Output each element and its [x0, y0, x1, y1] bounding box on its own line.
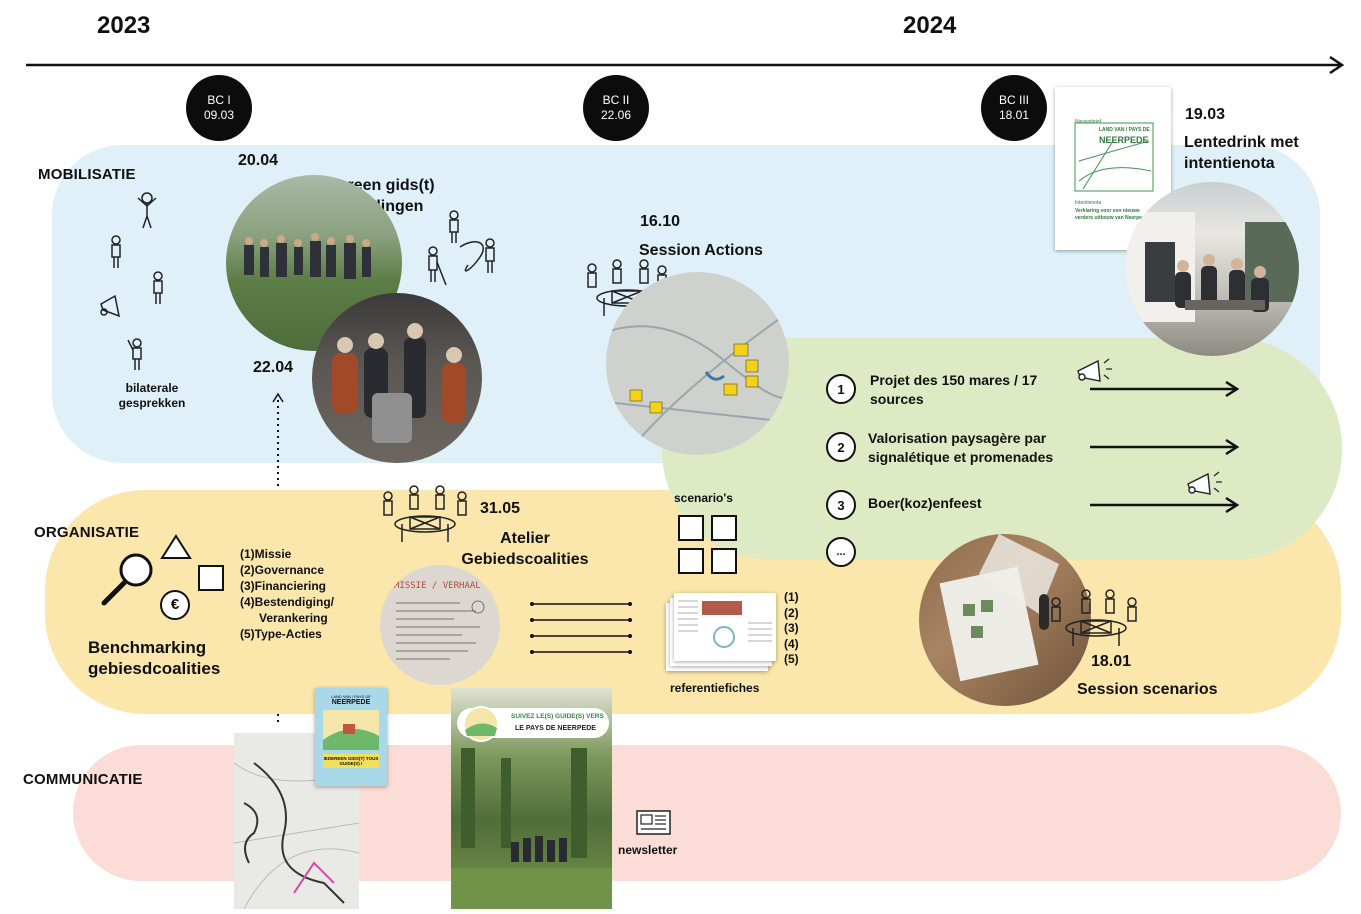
ref-number-3: (3) [784, 621, 799, 635]
walk-photo-2 [312, 293, 482, 463]
newsletter-label: newsletter [618, 843, 678, 857]
milestone-bc1-date: 09.03 [203, 108, 235, 122]
ref-number-4: (4) [784, 636, 799, 651]
walk-date-1: 20.04 [238, 152, 279, 169]
session-actions-photo [606, 272, 789, 455]
milestone-bc2-code: BC II [602, 93, 630, 107]
milestone-bc3: BC III 18.01 [981, 75, 1047, 141]
benchmark-item-1: (1)Missie [240, 547, 292, 561]
action-number-3: 3 [826, 490, 856, 520]
booklet-bottom: IEDEREEN GIDS(T) TOUS GUIDE(S) ! [323, 754, 379, 768]
lentedrink-photo [1125, 182, 1299, 356]
benchmark-item-5: (5)Type-Acties [240, 627, 322, 641]
milestone-bc2: BC II 22.06 [583, 75, 649, 141]
intentienota-small-top: Nieuwsbrief [1075, 119, 1102, 125]
milestone-bc3-code: BC III [998, 93, 1029, 107]
ref-numbers: (1) (2) (3) (4) (5) [784, 590, 799, 668]
scenario-square-1 [678, 515, 704, 541]
dotted-connector [272, 392, 284, 722]
ref-sheet-front [674, 593, 776, 661]
action-text-3: Boer(koz)enfeest [868, 495, 982, 511]
scenario-date: 18.01 [1091, 653, 1132, 670]
benchmark-item-2: (2)Governance [240, 563, 325, 577]
ref-number-2: (2) [784, 605, 799, 620]
ref-label: referentiefiches [670, 681, 760, 695]
timeline-arrow [26, 55, 1345, 75]
scenario-square-2 [711, 515, 737, 541]
session-scenarios-photo [919, 534, 1091, 706]
drink-title: Lentedrink met intentienota [1184, 134, 1299, 172]
ref-number-1: (1) [784, 590, 799, 604]
milestone-bc3-date: 18.01 [998, 108, 1030, 122]
lane-label-organisatie: ORGANISATIE [34, 524, 140, 541]
action-arrows [1090, 380, 1240, 514]
benchmark-title: Benchmarking gebiesdcoalities [88, 638, 221, 678]
scenarios-label: scenario's [674, 491, 733, 505]
atelier-title: Atelier Gebiedscoalities [461, 530, 589, 568]
square-icon [198, 565, 224, 591]
poster-line2: LE PAYS DE NEERPEDE [515, 725, 596, 732]
megaphone-icon [1077, 358, 1112, 382]
milestone-bc1-code: BC I [207, 93, 231, 107]
newsletter-icon [636, 810, 671, 835]
intentienota-subtitle: Verklaring voor een nieuwe verdere uitbo… [1075, 208, 1148, 221]
atelier-date: 31.05 [480, 500, 521, 517]
intentienota-cover-title-1: LAND VAN / PAYS DE [1099, 127, 1150, 133]
magnifier-icon [101, 553, 153, 606]
benchmark-item-3: (3)Financiering [240, 579, 327, 593]
session-actions-title: Session Actions [639, 242, 763, 259]
booklet-top: LAND VAN / PAYS DE [331, 694, 371, 699]
action-number-more: ... [826, 537, 856, 567]
benchmark-item-4b: Verankering [259, 611, 328, 625]
walk-date-2: 22.04 [253, 359, 294, 376]
suivez-poster: SUIVEZ LE(S) GUIDE(S) VERS LE PAYS DE NE… [451, 688, 612, 909]
milestone-bc2-date: 22.06 [600, 108, 632, 122]
intentienota-cover-title-2: NEERPEDE [1099, 135, 1149, 145]
atelier-poster-photo: MISSIE / VERHAAL [380, 565, 500, 685]
action-number-1: 1 [826, 374, 856, 404]
drink-date: 19.03 [1185, 106, 1226, 123]
megaphone-icon-2 [1187, 471, 1222, 495]
connector-lines [530, 602, 632, 654]
scenario-square-3 [678, 548, 704, 574]
triangle-icon [160, 534, 192, 559]
benchmark-item-4: (4)Bestendiging/ [240, 595, 335, 609]
scenario-title: Session scenarios [1077, 681, 1218, 698]
action-text-1: Projet des 150 mares / 17 sources [870, 372, 1038, 407]
booklet-title: NEERPEDE [331, 699, 371, 706]
action-number-2: 2 [826, 432, 856, 462]
atelier-poster-text: MISSIE / VERHAAL [394, 581, 481, 591]
scenario-square-4 [711, 548, 737, 574]
iedereen-gids-booklet: LAND VAN / PAYS DE NEERPEDE IEDEREEN GID… [315, 688, 387, 786]
year-end-label: 2024 [903, 12, 957, 39]
euro-icon: € [160, 590, 190, 620]
action-text-2: Valorisation paysagère par signalétique … [868, 430, 1054, 465]
milestone-bc1: BC I 09.03 [186, 75, 252, 141]
table-meeting-icon [587, 259, 667, 316]
lane-label-communicatie: COMMUNICATIE [23, 771, 143, 788]
poster-line1: SUIVEZ LE(S) GUIDE(S) VERS [511, 713, 604, 720]
bilateral-label: bilaterale gesprekken [118, 381, 186, 410]
scenario-meeting-icon [1051, 589, 1137, 646]
walk-figures-icon [428, 210, 495, 286]
benchmark-list: (1)Missie (2)Governance (3)Financiering … [240, 546, 334, 642]
people-figures-icon [100, 192, 163, 370]
year-start-label: 2023 [97, 12, 151, 39]
ref-number-5: (5) [784, 652, 799, 666]
atelier-meeting-icon [383, 485, 467, 542]
intentienota-caption: Intentienota [1075, 200, 1102, 206]
session-actions-date: 16.10 [640, 213, 681, 230]
lane-label-mobilisatie: MOBILISATIE [38, 166, 136, 183]
